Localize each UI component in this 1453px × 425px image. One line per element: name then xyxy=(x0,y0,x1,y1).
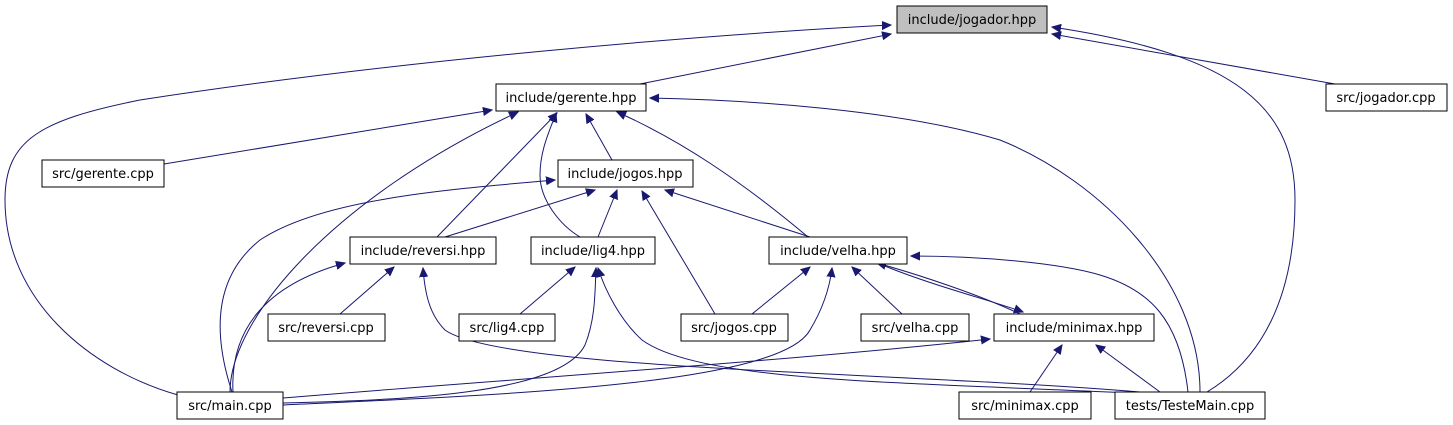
node-label: src/main.cpp xyxy=(188,399,272,414)
node-label: include/lig4.hpp xyxy=(541,244,645,259)
node-label: include/reversi.hpp xyxy=(361,244,486,259)
node-label: src/gerente.cpp xyxy=(52,167,154,182)
node-box xyxy=(1114,391,1266,420)
edge-jogos-cpp-to-jogos-hpp xyxy=(642,191,716,315)
node-box xyxy=(557,159,694,188)
edge-testemain-cpp-to-lig4-hpp xyxy=(598,268,1131,394)
edge-testemain-cpp-to-gerente-hpp xyxy=(650,98,1201,393)
edge-lig4-hpp-to-jogos-hpp xyxy=(597,190,617,238)
edge-jogador-cpp-to-jogador-hpp xyxy=(1052,34,1336,85)
node-label: src/minimax.cpp xyxy=(971,399,1079,414)
edge-main-cpp-to-jogador-hpp xyxy=(4,25,891,396)
node-label: include/velha.hpp xyxy=(780,244,896,259)
edge-lig4-hpp-to-gerente-hpp xyxy=(539,113,581,238)
edge-jogos-cpp-to-velha-hpp xyxy=(751,267,810,315)
node-lig4-cpp[interactable]: src/lig4.cpp xyxy=(458,313,556,342)
edge-testemain-cpp-to-velha-hpp xyxy=(911,256,1189,393)
edge-velha-hpp-to-jogos-hpp xyxy=(665,190,811,238)
node-box xyxy=(680,313,789,342)
edge-minimax-cpp-to-minimax-hpp xyxy=(1029,345,1062,393)
node-label: src/velha.cpp xyxy=(872,321,959,336)
node-box xyxy=(530,236,656,265)
node-velha-hpp[interactable]: include/velha.hpp xyxy=(768,236,908,265)
node-box xyxy=(896,5,1048,34)
edge-reversi-cpp-to-reversi-hpp xyxy=(339,267,394,315)
node-box xyxy=(495,83,647,112)
dependency-edges xyxy=(4,25,1336,406)
node-label: tests/TesteMain.cpp xyxy=(1126,399,1255,414)
node-box xyxy=(267,313,386,342)
node-box xyxy=(349,236,497,265)
node-gerente-hpp[interactable]: include/gerente.hpp xyxy=(495,83,647,112)
node-label: src/jogos.cpp xyxy=(691,321,777,336)
edge-minimax-hpp-to-velha-hpp xyxy=(877,263,1021,315)
edge-main-cpp-to-lig4-hpp xyxy=(282,268,596,404)
edge-reversi-hpp-to-jogos-hpp xyxy=(444,190,595,238)
node-box xyxy=(993,313,1155,342)
node-minimax-hpp[interactable]: include/minimax.hpp xyxy=(993,313,1155,342)
edge-jogos-hpp-to-gerente-hpp xyxy=(586,114,613,161)
node-reversi-hpp[interactable]: include/reversi.hpp xyxy=(349,236,497,265)
edge-reversi-hpp-to-gerente-hpp xyxy=(436,113,557,238)
edge-main-cpp-to-jogos-hpp xyxy=(219,180,555,393)
node-label: src/jogador.cpp xyxy=(1336,91,1435,106)
node-lig4-hpp[interactable]: include/lig4.hpp xyxy=(530,236,656,265)
edge-velha-hpp-to-gerente-hpp xyxy=(617,112,809,238)
node-label: src/reversi.cpp xyxy=(278,321,374,336)
node-box xyxy=(41,159,165,188)
file-nodes: include/jogador.hpp include/gerente.hpp … xyxy=(41,5,1448,420)
node-jogos-cpp[interactable]: src/jogos.cpp xyxy=(680,313,789,342)
node-jogos-hpp[interactable]: include/jogos.hpp xyxy=(557,159,694,188)
node-box xyxy=(768,236,908,265)
edge-main-cpp-to-velha-hpp xyxy=(282,268,832,406)
edge-lig4-cpp-to-lig4-hpp xyxy=(519,267,575,315)
node-jogador-hpp[interactable]: include/jogador.hpp xyxy=(896,5,1048,34)
node-label: src/lig4.cpp xyxy=(470,321,545,336)
edge-testemain-cpp-to-minimax-hpp xyxy=(1096,345,1161,393)
edge-gerente-cpp-to-gerente-hpp xyxy=(163,110,492,165)
node-box xyxy=(458,313,556,342)
node-box xyxy=(176,391,284,420)
node-reversi-cpp[interactable]: src/reversi.cpp xyxy=(267,313,386,342)
node-box xyxy=(1325,83,1448,112)
edge-main-cpp-to-reversi-hpp xyxy=(232,263,345,393)
node-jogador-cpp[interactable]: src/jogador.cpp xyxy=(1325,83,1448,112)
node-box xyxy=(958,391,1092,420)
node-label: include/gerente.hpp xyxy=(506,91,637,106)
node-main-cpp[interactable]: src/main.cpp xyxy=(176,391,284,420)
node-label: include/minimax.hpp xyxy=(1006,321,1143,336)
edge-testemain-cpp-to-reversi-hpp xyxy=(423,268,1141,393)
edge-velha-cpp-to-velha-hpp xyxy=(852,267,903,315)
node-velha-cpp[interactable]: src/velha.cpp xyxy=(860,313,970,342)
edge-velha-hpp-to-minimax-hpp xyxy=(879,263,1023,312)
node-minimax-cpp[interactable]: src/minimax.cpp xyxy=(958,391,1092,420)
node-box xyxy=(860,313,970,342)
node-testemain-cpp[interactable]: tests/TesteMain.cpp xyxy=(1114,391,1266,420)
node-label: include/jogos.hpp xyxy=(568,167,683,182)
edge-testemain-cpp-to-jogador-hpp xyxy=(1052,27,1296,393)
edge-gerente-hpp-to-jogador-hpp xyxy=(639,34,891,85)
node-label: include/jogador.hpp xyxy=(908,13,1037,28)
node-gerente-cpp[interactable]: src/gerente.cpp xyxy=(41,159,165,188)
edge-main-cpp-to-minimax-hpp xyxy=(282,339,990,399)
